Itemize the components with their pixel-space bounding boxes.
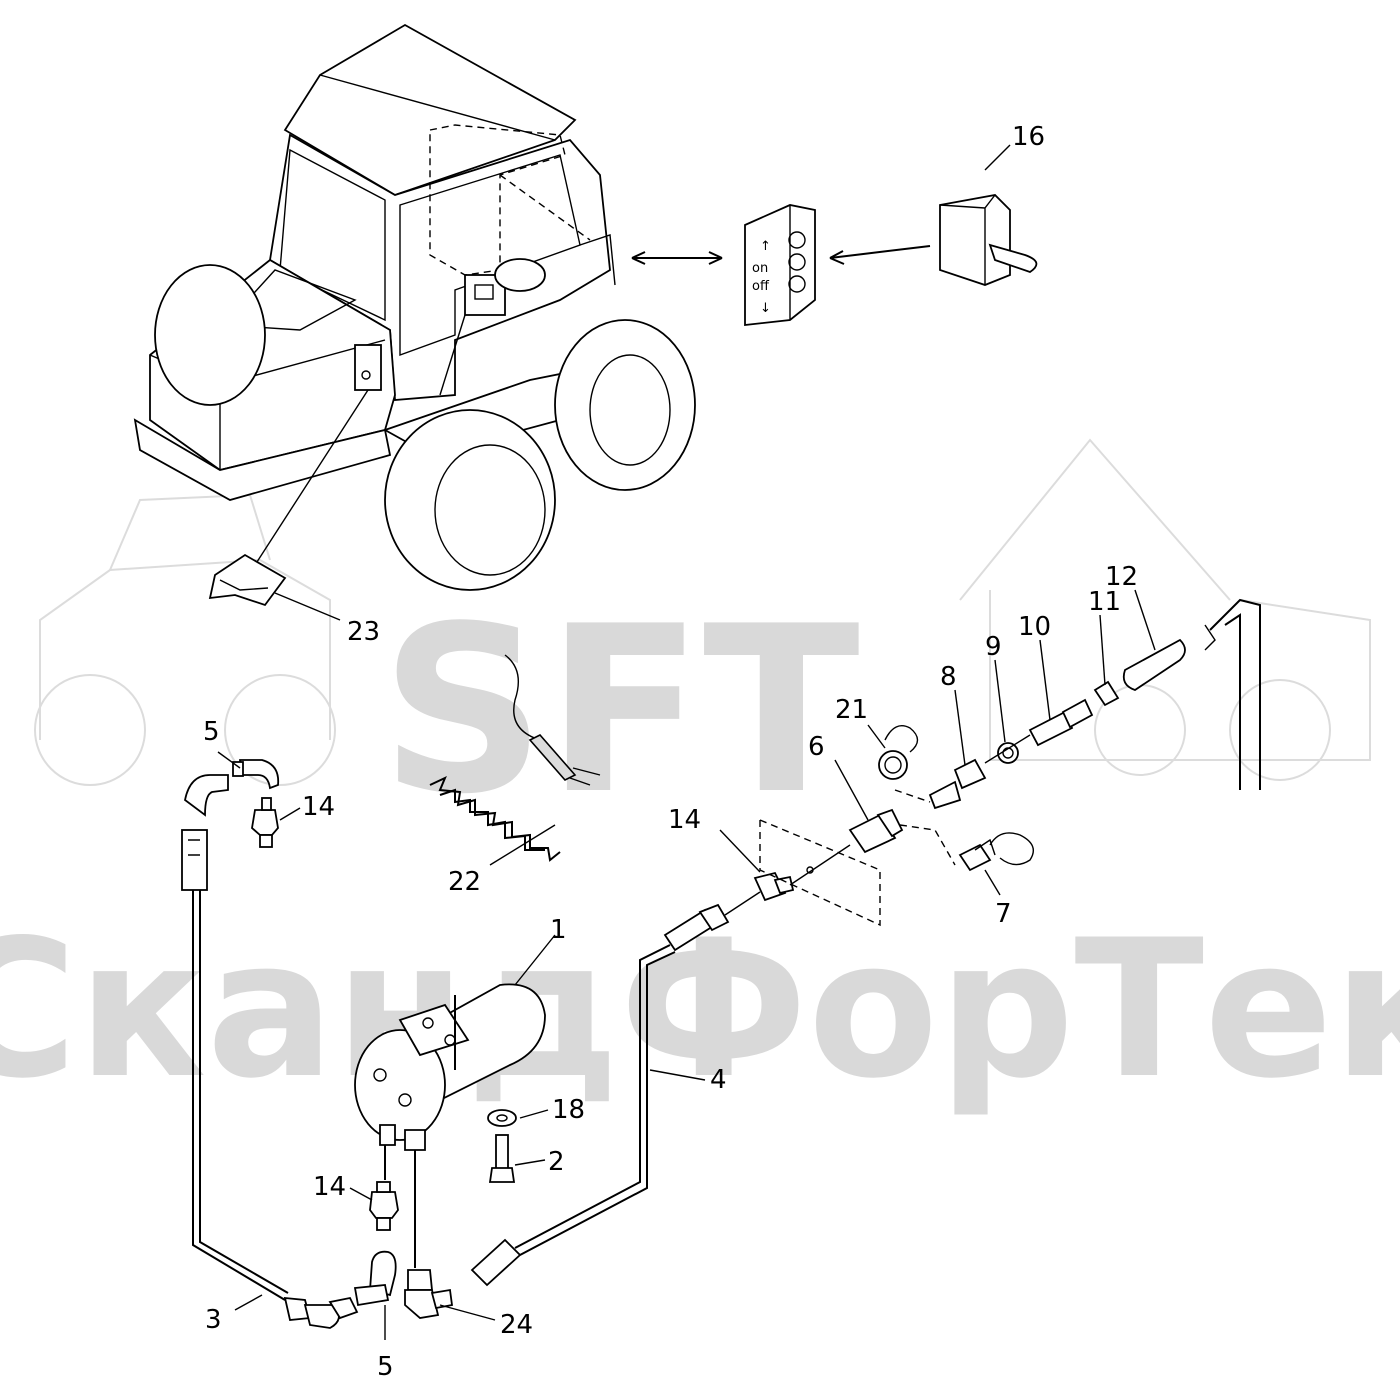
- callout-6: 6: [808, 732, 825, 762]
- callout-16: 16: [1012, 122, 1045, 152]
- part-7-dust-cap: 7: [899, 824, 1034, 929]
- part-9-washer: 9: [985, 632, 1019, 764]
- callout-8: 8: [940, 662, 957, 692]
- fuse-box-location: [354, 344, 382, 391]
- part-11-clamp: 11: [1088, 587, 1121, 707]
- callout-2: 2: [548, 1147, 565, 1177]
- watermark-tractor-right: [959, 438, 1371, 781]
- wheel-front-left: [154, 264, 266, 406]
- callout-5-bottom: 5: [377, 1352, 394, 1382]
- callout-24: 24: [500, 1310, 533, 1340]
- part-24-elbow: 24: [404, 1269, 533, 1340]
- front-bumper: [133, 418, 392, 501]
- pipe-right: [1204, 598, 1261, 790]
- part-1-pump: 1: [354, 915, 567, 1151]
- callout-23: 23: [347, 617, 380, 647]
- callout-21: 21: [835, 695, 868, 725]
- watermark-brand: SFT: [380, 578, 860, 845]
- callout-4: 4: [710, 1065, 727, 1095]
- part-2-bolt: 2: [488, 1134, 565, 1183]
- hose-3: 3: [181, 829, 289, 1335]
- part-21-cap: 21: [835, 695, 919, 780]
- switch-panel: ↑ on off ↓: [744, 204, 816, 327]
- leader-lines-machine: [254, 314, 466, 566]
- callout-5-top: 5: [203, 717, 220, 747]
- callout-14-top: 14: [302, 792, 335, 822]
- part-22-heater: 22: [429, 654, 601, 897]
- watermark-company: СкандФорТек: [0, 899, 1400, 1120]
- hose-4: 4: [470, 903, 730, 1287]
- part-10-adapter: 10: [984, 612, 1094, 764]
- forestry-machine: [133, 23, 696, 591]
- pump-lines: [384, 1145, 416, 1268]
- part-18-washer: 18: [487, 1095, 585, 1127]
- panel-off-label: off: [752, 279, 770, 294]
- callout-14-middle: 14: [668, 805, 701, 835]
- callout-14-bottom: 14: [313, 1172, 346, 1202]
- machine-pump: [494, 258, 546, 292]
- mounting-bracket-dashed: [759, 818, 881, 927]
- panel-up-arrow: ↑: [760, 239, 771, 254]
- hose-3-end-fittings: [283, 1296, 359, 1329]
- part-14-fitting-bottom: 14: [313, 1172, 399, 1231]
- panel-on-label: on: [752, 261, 768, 276]
- callout-22: 22: [448, 867, 481, 897]
- part-14-fitting-middle: 14: [668, 805, 795, 916]
- part-14-fitting-top: 14: [251, 792, 335, 848]
- panel-down-arrow: ↓: [760, 301, 771, 316]
- callout-7: 7: [995, 899, 1012, 929]
- watermark-tractor-left: [34, 493, 336, 786]
- part-16-toggle-switch: 16: [939, 122, 1045, 286]
- callout-3: 3: [205, 1305, 222, 1335]
- callout-1: 1: [550, 915, 567, 945]
- callout-18: 18: [552, 1095, 585, 1125]
- part-23-fuse: 23: [208, 553, 380, 647]
- callout-11: 11: [1088, 587, 1121, 617]
- callout-9: 9: [985, 632, 1002, 662]
- part-8-nipple: 8: [894, 662, 987, 810]
- part-6-coupling: 6: [808, 732, 904, 854]
- double-arrow-cab-panel: [631, 251, 723, 265]
- wheel-rear-front: [384, 409, 556, 591]
- part-5-elbow-top: 5: [184, 717, 280, 817]
- part-12-hose: 12: [1105, 562, 1186, 691]
- callout-10: 10: [1018, 612, 1051, 642]
- arrow-switch-to-panel: [829, 245, 931, 265]
- callout-12: 12: [1105, 562, 1138, 592]
- part-5-elbow-bottom: 5: [353, 1250, 397, 1382]
